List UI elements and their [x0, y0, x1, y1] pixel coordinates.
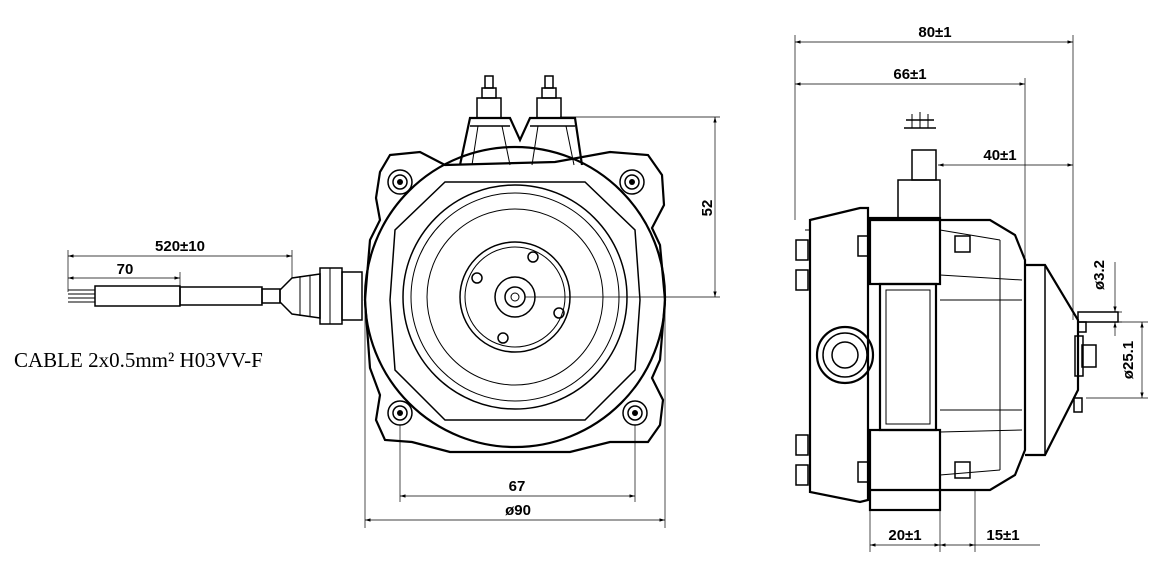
- cable: [68, 267, 363, 325]
- height-label: 52: [699, 200, 716, 217]
- shaft-to-mount-dimension: 40±1: [938, 147, 1073, 167]
- diameter-label: ø90: [505, 502, 531, 519]
- mount-hole-top-left: [387, 169, 413, 195]
- mount-spacing-label: 67: [509, 478, 526, 495]
- height-dimension: 52: [560, 116, 720, 297]
- shaft-diameter-dimension: ø3.2: [1091, 260, 1122, 336]
- bracket-width-dimension: 20±1: [869, 510, 941, 552]
- mount-spacing-dimension: 67: [399, 425, 636, 502]
- cable-strip-label: 70: [117, 261, 134, 278]
- body-length-label: 66±1: [893, 66, 926, 83]
- mount-hole-bottom-left: [387, 400, 413, 426]
- boss-diameter-dimension: ø25.1: [1086, 321, 1148, 399]
- side-view: [795, 112, 1119, 512]
- body-length-dimension: 66±1: [795, 66, 1026, 265]
- bracket-width-label: 20±1: [888, 527, 921, 544]
- mount-hole-bottom-right: [622, 400, 648, 426]
- bracket-offset-dimension: 15±1: [940, 490, 1040, 552]
- overall-length-label: 80±1: [918, 24, 951, 41]
- mount-hole-top-right: [619, 169, 645, 195]
- shaft-to-mount-label: 40±1: [983, 147, 1016, 164]
- cable-length-label: 520±10: [155, 238, 205, 255]
- bracket-offset-label: 15±1: [986, 527, 1019, 544]
- boss-diameter-label: ø25.1: [1120, 341, 1137, 379]
- cable-spec-text: CABLE 2x0.5mm² H03VV-F: [14, 348, 263, 372]
- cable-length-dimension: 520±10: [67, 238, 293, 292]
- cable-strip-dimension: 70: [68, 261, 181, 287]
- shaft-diameter-label: ø3.2: [1091, 260, 1108, 290]
- diameter-dimension: ø90: [364, 300, 666, 528]
- front-view: [363, 75, 720, 454]
- overall-length-dimension: 80±1: [794, 24, 1074, 320]
